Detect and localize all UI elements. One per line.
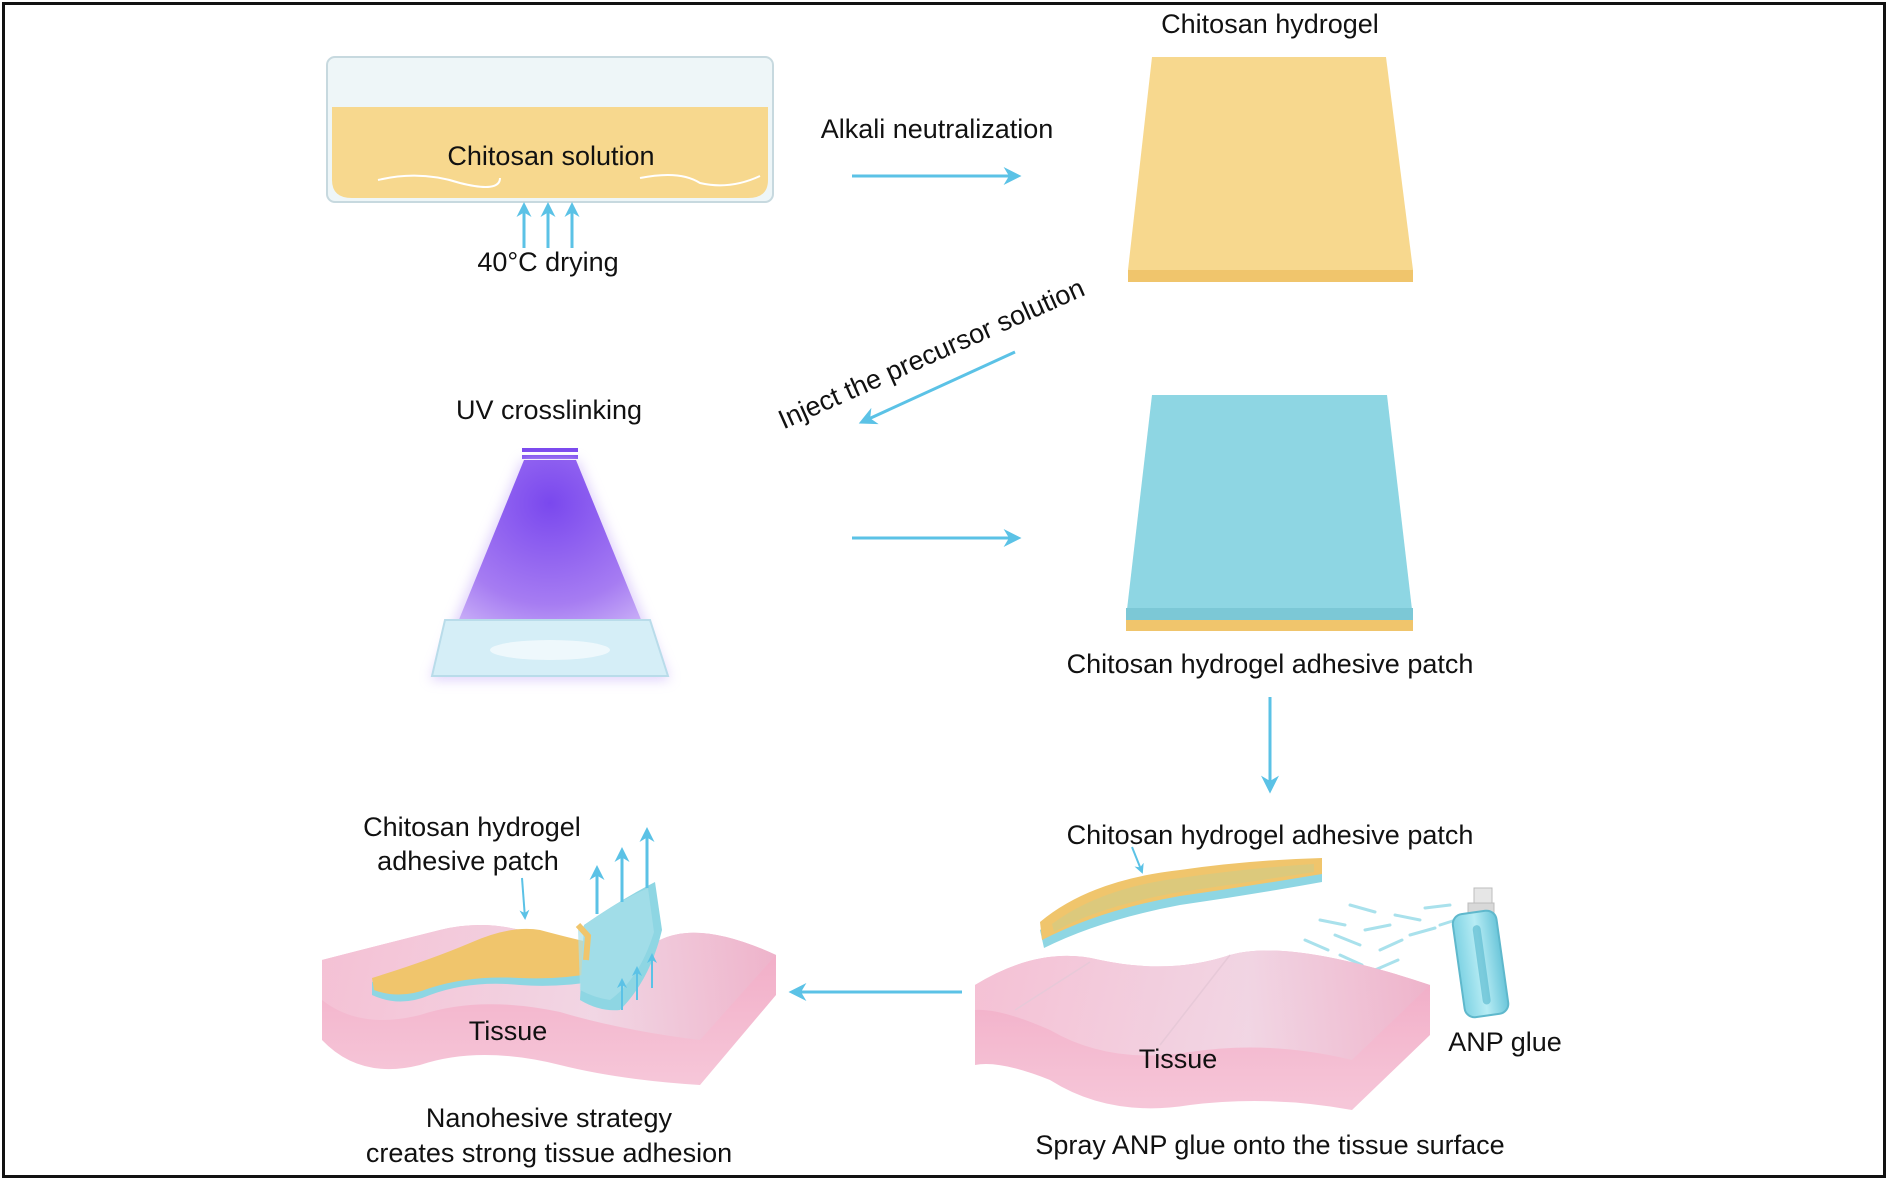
floating-patch — [1040, 858, 1322, 948]
adhesive-patch-bottom-label: Chitosan hydrogel adhesive patch — [1067, 820, 1474, 850]
tissue-right-label: Tissue — [1139, 1044, 1218, 1074]
tissue-block-icon — [975, 950, 1430, 1110]
nano-label-line1: Nanohesive strategy — [426, 1103, 673, 1133]
uv-label: UV crosslinking — [456, 395, 642, 425]
patch-left-label-line1: Chitosan hydrogel — [363, 812, 581, 842]
tissue-left-label: Tissue — [469, 1016, 548, 1046]
chitosan-hydrogel-label: Chitosan hydrogel — [1161, 9, 1379, 39]
patch-pointer-arrow — [1131, 846, 1144, 874]
chitosan-solution-label: Chitosan solution — [447, 141, 654, 171]
chitosan-hydrogel-block — [1128, 57, 1413, 282]
inject-label: Inject the precursor solution — [774, 273, 1089, 435]
spray-caption: Spray ANP glue onto the tissue surface — [1035, 1130, 1504, 1160]
patch-left-label-line2: adhesive patch — [377, 846, 559, 876]
attached-patch — [372, 882, 662, 1011]
alkali-label: Alkali neutralization — [821, 114, 1054, 144]
uv-lamp-icon — [430, 448, 670, 680]
patch-left-pointer — [519, 877, 530, 920]
spray-bottle-icon — [1451, 887, 1510, 1019]
drying-label: 40°C drying — [477, 247, 618, 277]
inject-arrow — [858, 350, 1016, 425]
nano-label-line2: creates strong tissue adhesion — [366, 1138, 732, 1168]
anp-glue-label: ANP glue — [1448, 1027, 1562, 1057]
heat-arrows — [516, 202, 580, 248]
peel-arrows — [589, 827, 657, 1010]
adhesive-patch-middle-label: Chitosan hydrogel adhesive patch — [1067, 649, 1474, 679]
adhesive-patch-block — [1126, 395, 1413, 631]
petri-dish-icon — [326, 56, 774, 203]
spray-mist — [1303, 903, 1464, 972]
